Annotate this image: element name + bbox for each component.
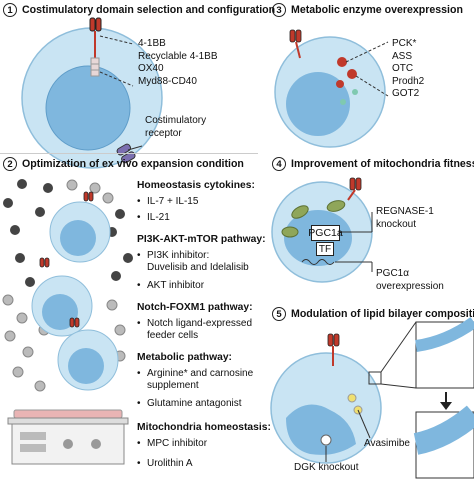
- section-homeostasis-title: Homeostasis cytokines:: [137, 180, 255, 191]
- item-mpc-inhibitor: MPC inhibitor: [137, 438, 207, 451]
- panel1-header: 1 Costimulatory domain selection and con…: [3, 3, 275, 17]
- section-metabolic-title: Metabolic pathway:: [137, 352, 232, 363]
- pgc1a-box: PGC1a: [308, 225, 343, 241]
- regnase-label: REGNASE-1 knockout: [376, 206, 434, 230]
- panel4-number: 4: [272, 157, 286, 171]
- panel1-title: Costimulatory domain selection and confi…: [22, 4, 276, 16]
- enzyme-otc: OTC: [392, 63, 414, 75]
- item-pi3k-inhibitor: PI3K inhibitor:: [137, 250, 209, 263]
- tf-box: TF: [316, 242, 334, 256]
- panel3-number: 3: [272, 3, 286, 17]
- domain-recyclable-4-1bb: Recyclable 4-1BB: [138, 50, 218, 62]
- item-arginine: Arginine* and carnosine: [137, 368, 253, 381]
- panel4-title: Improvement of mitochondria fitness: [291, 158, 474, 170]
- panel2-title: Optimization of ex vivo expansion condit…: [22, 158, 244, 170]
- enzyme-prodh2: Prodh2: [392, 75, 425, 87]
- item-akt-inhibitor: AKT inhibitor: [137, 280, 204, 293]
- enzyme-ass: ASS: [392, 50, 413, 62]
- panel1-number: 1: [3, 3, 17, 17]
- panel2-number: 2: [3, 157, 17, 171]
- item-notch-ligand: Notch ligand-expressed: [137, 318, 252, 331]
- panel4-header: 4 Improvement of mitochondria fitness: [272, 157, 474, 171]
- item-il21: IL-21: [137, 212, 170, 225]
- panel5-number: 5: [272, 307, 286, 321]
- dgk-knockout-label: DGK knockout: [294, 462, 359, 473]
- panel5-header: 5 Modulation of lipid bilayer compositio…: [272, 307, 474, 321]
- panel3-header: 3 Metabolic enzyme overexpression: [272, 3, 463, 17]
- domain-ox40: OX40: [138, 63, 164, 75]
- item-duvelisib: Duvelisib and Idelalisib: [147, 262, 249, 273]
- section-notch-title: Notch-FOXM1 pathway:: [137, 302, 253, 313]
- section-pi3k-title: PI3K-AKT-mTOR pathway:: [137, 234, 266, 245]
- panel3-title: Metabolic enzyme overexpression: [291, 4, 463, 16]
- divider: [0, 153, 258, 154]
- enzyme-list: PCK* ASS OTC Prodh2 GOT2: [392, 38, 424, 101]
- domain-4-1bb: 4-1BB: [138, 38, 166, 49]
- item-urolithin-a: Urolithin A: [137, 458, 193, 471]
- panel2-header: 2 Optimization of ex vivo expansion cond…: [3, 157, 244, 171]
- pgc1a-overexpression-label: PGC1α overexpression: [376, 268, 444, 292]
- avasimibe-label: Avasimibe: [364, 438, 410, 449]
- section-mito-title: Mitochondria homeostasis:: [137, 422, 271, 433]
- item-glutamine-antagonist: Glutamine antagonist: [137, 398, 242, 411]
- enzyme-pck: PCK*: [392, 38, 417, 49]
- item-supplement: supplement: [147, 380, 199, 391]
- item-feeder-cells: feeder cells: [147, 330, 199, 341]
- item-il7-il15: IL-7 + IL-15: [137, 196, 198, 209]
- domain-myd88-cd40: Myd88-CD40: [138, 75, 197, 87]
- panel5-title: Modulation of lipid bilayer composition: [291, 308, 474, 320]
- domain-list: 4-1BB Recyclable 4-1BB OX40 Myd88-CD40: [138, 38, 217, 88]
- enzyme-got2: GOT2: [392, 88, 420, 100]
- costimulatory-receptor-label: Costimulatory receptor: [145, 115, 207, 139]
